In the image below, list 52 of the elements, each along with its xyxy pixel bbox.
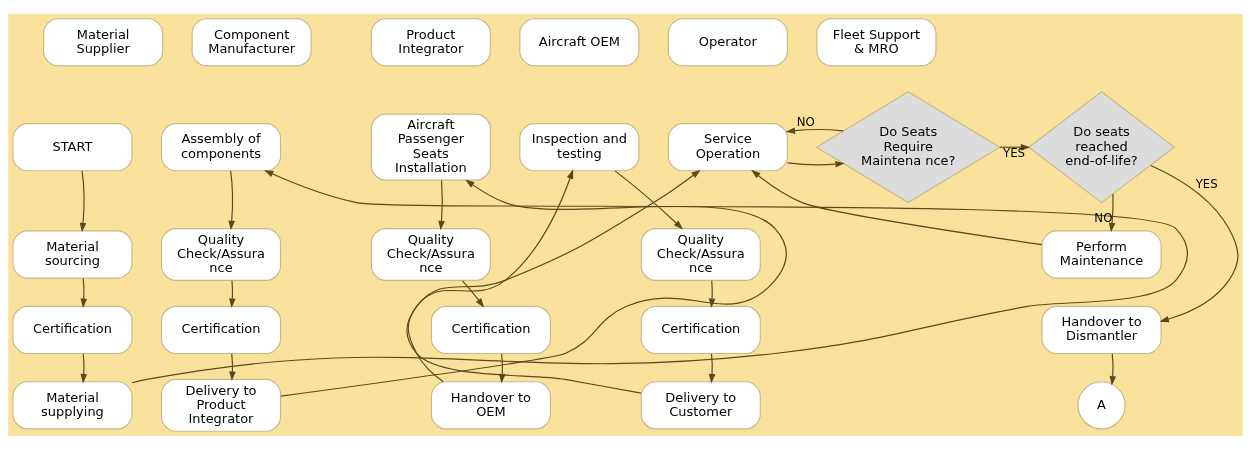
arrow	[751, 169, 1043, 246]
arrow	[228, 170, 235, 231]
arrow	[785, 127, 844, 134]
arrow	[1108, 193, 1116, 233]
node-box: Delivery to Product Integrator	[160, 378, 282, 432]
node-box: Operator	[667, 18, 788, 67]
node-box: Delivery to Customer	[640, 381, 761, 430]
node-box: Handover to Dismantler	[1041, 305, 1162, 355]
arrow	[1150, 164, 1239, 323]
node-box: Fleet Support & MRO	[816, 18, 937, 67]
node-box: Certification	[430, 305, 552, 355]
node-box: Inspection and testing	[519, 123, 640, 172]
node-circle: A	[1077, 381, 1126, 430]
edge-label: NO	[1094, 210, 1113, 225]
node-box: Handover to OEM	[430, 381, 552, 430]
node-box: Certification	[160, 305, 282, 355]
edge-label: NO	[796, 115, 815, 130]
arrow	[229, 353, 236, 381]
node-box: Assembly of components	[160, 123, 282, 172]
node-box: Certification	[640, 305, 761, 355]
arrow	[80, 353, 88, 384]
node-box: Certification	[12, 305, 133, 355]
node-box: Material supplying	[12, 381, 133, 430]
edge-label: YES	[1195, 176, 1218, 191]
node-box: Service Operation	[667, 123, 788, 172]
node-box: Product Integrator	[370, 18, 491, 67]
arrow	[614, 170, 684, 230]
node-box: Quality Check/Assura nce	[640, 227, 761, 281]
node-diamond: Do seats reached end-of-life?	[1027, 91, 1176, 204]
node-box: Aircraft Passenger Seats Installation	[370, 113, 491, 181]
arrow	[461, 280, 485, 308]
node-diamond: Do Seats Require Maintena nce?	[815, 91, 1001, 204]
node-box: Aircraft OEM	[519, 18, 640, 67]
arrow	[280, 179, 787, 397]
node-box: Component Manufacturer	[191, 18, 312, 67]
arrow	[708, 280, 716, 308]
node-box: Quality Check/Assura nce	[370, 227, 491, 281]
node-box: Material sourcing	[12, 230, 133, 279]
arrow	[786, 160, 845, 168]
node-box: Perform Maintenance	[1041, 230, 1162, 279]
arrow	[229, 280, 236, 308]
arrow	[999, 143, 1031, 151]
node-box: Quality Check/Assura nce	[160, 227, 282, 281]
arrow	[1109, 353, 1117, 386]
arrow	[79, 170, 87, 233]
node-box: START	[12, 123, 133, 172]
arrow	[80, 277, 88, 309]
arrow	[438, 179, 445, 231]
node-box: Material Supplier	[43, 18, 164, 67]
edge-label: YES	[1002, 145, 1026, 160]
arrow	[406, 169, 701, 394]
arrow	[708, 353, 716, 384]
